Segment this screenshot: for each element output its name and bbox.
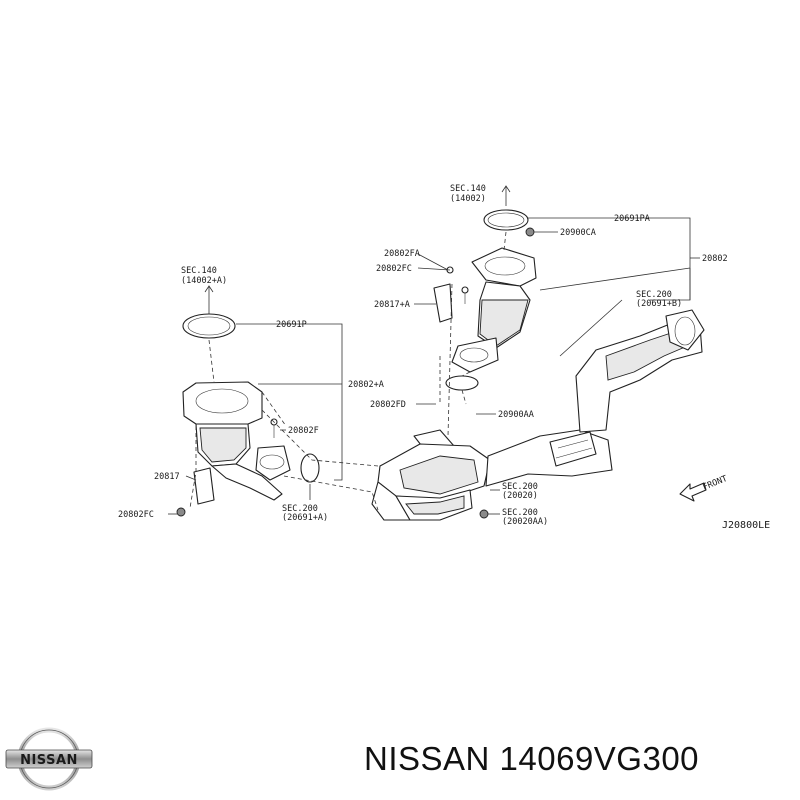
label-20691p: 20691P (276, 320, 307, 330)
exhaust-center-pipe (371, 309, 705, 521)
label-sec200-a-b: (20691+A) (282, 513, 328, 523)
label-sec200-b-b: (20691+B) (636, 299, 682, 309)
gasket-20691p (182, 313, 236, 339)
flange-20802a (182, 381, 263, 425)
label-sec200-c-b: (20020) (502, 491, 538, 501)
nut-20900ca (525, 227, 535, 237)
label-sec140-top-b: (14002) (450, 194, 486, 204)
gasket-20691pa (483, 209, 529, 231)
nissan-logo: NISSAN (5, 727, 93, 791)
bolt-20802fc (176, 507, 186, 517)
front-arrow-icon (679, 482, 707, 502)
label-20900ca: 20900CA (560, 228, 596, 238)
label-20802fc-upper: 20802FC (376, 264, 412, 274)
bracket-20817a (433, 283, 453, 323)
label-20802fa: 20802FA (384, 249, 420, 259)
gasket-20691a (300, 453, 320, 483)
drawing-id: J20800LE (722, 520, 770, 531)
front-direction-indicator (679, 482, 707, 502)
label-sec200-d-b: (20020AA) (502, 517, 548, 527)
bracket-20817 (193, 467, 215, 505)
label-sec140-top-a: SEC.140 (450, 184, 486, 194)
arrow-up-icon-left (204, 285, 214, 293)
label-front: FRONT (701, 474, 728, 493)
label-20802fc-lower: 20802FC (118, 510, 154, 520)
gasket-20900aa (445, 375, 479, 391)
catalytic-converter-left (176, 313, 320, 517)
label-20900aa: 20900AA (498, 410, 534, 420)
label-20817: 20817 (154, 472, 180, 482)
arrow-up-icon (501, 185, 511, 193)
label-20802fd: 20802FD (370, 400, 406, 410)
flange-20802 (471, 247, 537, 287)
label-sec140-left-b: (14002+A) (181, 276, 227, 286)
label-sec200-a-a: SEC.200 (282, 504, 318, 514)
label-20802: 20802 (702, 254, 728, 264)
leader-lines (168, 185, 700, 515)
label-sec200-d-a: SEC.200 (502, 508, 538, 518)
label-20802a: 20802+A (348, 380, 384, 390)
label-sec140-left-a: SEC.140 (181, 266, 217, 276)
exhaust-parts-diagram: SEC.140 (14002) 20691PA 20900CA 20802 20… (118, 184, 770, 531)
label-20802f: 20802F (288, 426, 319, 436)
logo-wordmark: NISSAN (20, 753, 78, 768)
part-title: NISSAN 14069VG300 (364, 740, 700, 777)
label-20817a: 20817+A (374, 300, 410, 310)
label-sec200-c-a: SEC.200 (502, 482, 538, 492)
label-sec200-b-a: SEC.200 (636, 290, 672, 300)
catalytic-converter-right (433, 209, 537, 391)
label-20691pa: 20691PA (614, 214, 650, 224)
